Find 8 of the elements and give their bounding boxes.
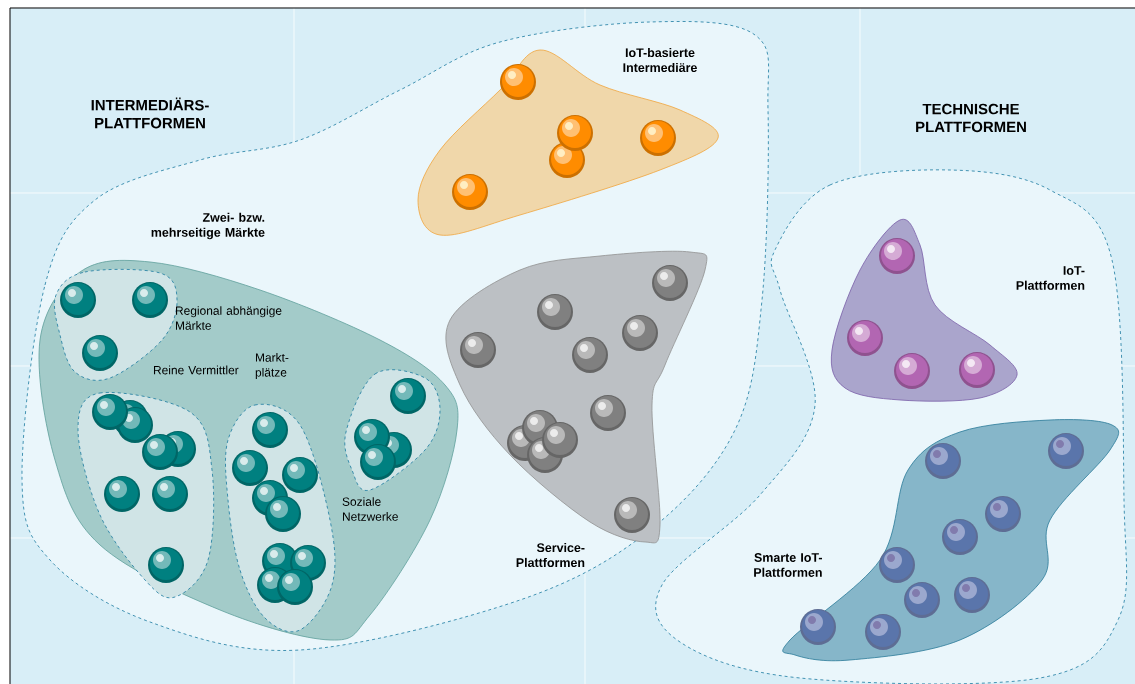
node-label: Service- Plattformen	[516, 542, 585, 568]
node-label: Soziale Netzwerke	[342, 497, 398, 521]
node-label: Markt- plätze	[255, 352, 289, 380]
node-label: IoT- Plattformen	[1016, 266, 1085, 290]
node-label: TECHNISCHE PLATTFORMEN	[916, 103, 1026, 133]
node-label: Regional abhängige Märkte	[175, 306, 282, 330]
node-label: Reine Vermittler	[153, 365, 239, 375]
node-label: Zwei- bzw. mehrseitige Märkte	[151, 212, 265, 240]
